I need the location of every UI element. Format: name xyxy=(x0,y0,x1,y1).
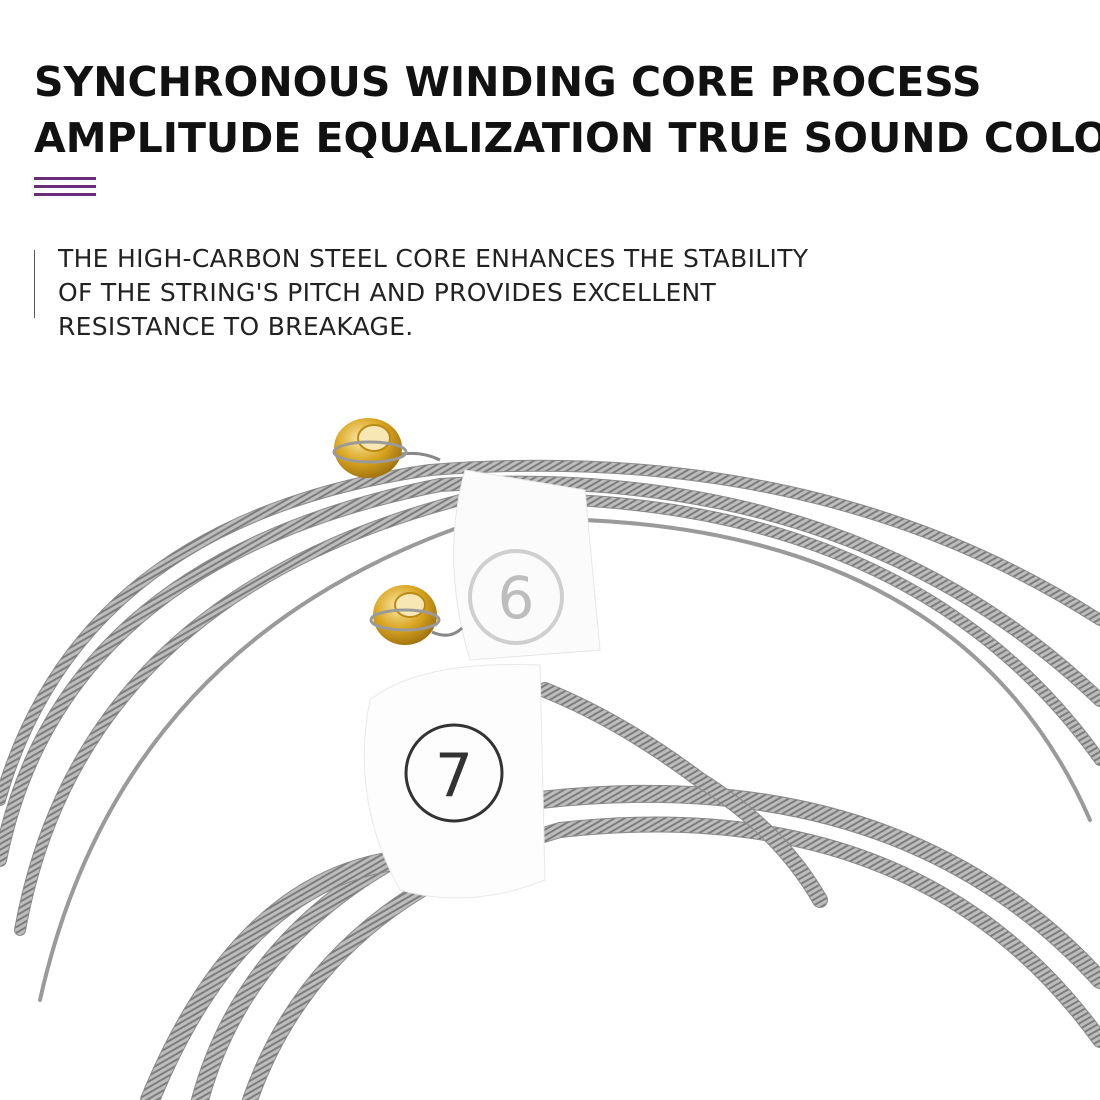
string-coil-inner-3 xyxy=(140,850,410,1100)
tag-7-number: 7 xyxy=(435,741,473,811)
ball-end-upper xyxy=(332,418,441,478)
ball-end-lower xyxy=(369,585,464,645)
description-line-3: RESISTANCE TO BREAKAGE. xyxy=(58,312,414,341)
tag-6: 6 xyxy=(453,469,601,661)
tag-7: 7 xyxy=(363,663,546,899)
tag-7-circle xyxy=(404,723,504,823)
description-line-1: THE HIGH-CARBON STEEL CORE ENHANCES THE … xyxy=(58,244,809,273)
headline: SYNCHRONOUS WINDING CORE PROCESS AMPLITU… xyxy=(34,54,1100,166)
accent-lines-decoration xyxy=(34,177,96,201)
string-coil-inner-1 xyxy=(191,784,1100,1100)
bass-strings-product-image: 6 7 xyxy=(0,418,1100,1100)
description: THE HIGH-CARBON STEEL CORE ENHANCES THE … xyxy=(58,242,858,344)
tag-6-number: 6 xyxy=(498,564,535,632)
tag-6-circle xyxy=(468,549,564,645)
headline-line-1: SYNCHRONOUS WINDING CORE PROCESS xyxy=(34,58,982,106)
headline-line-2: AMPLITUDE EQUALIZATION TRUE SOUND COLOR xyxy=(34,114,1100,162)
description-line-2: OF THE STRING'S PITCH AND PROVIDES EXCEL… xyxy=(58,278,717,307)
description-divider xyxy=(34,250,35,318)
